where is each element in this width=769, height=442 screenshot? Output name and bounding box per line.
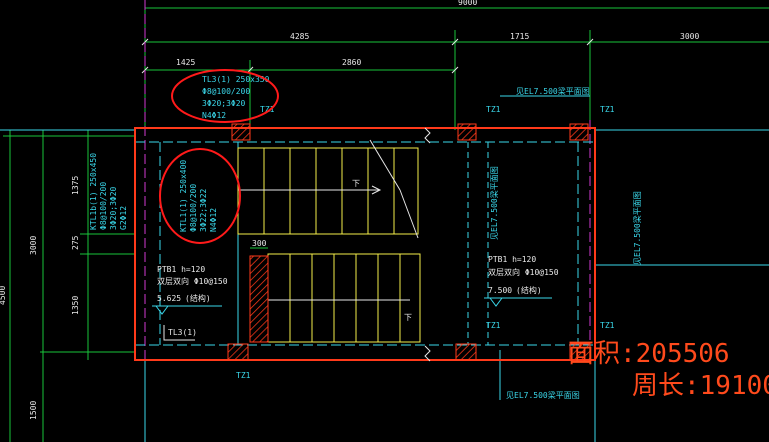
ktl-outer-line3: 3Φ20;3Φ20 — [109, 186, 118, 230]
beam-tl3-line4: N4Φ12 — [202, 111, 226, 120]
column-group[interactable] — [227, 123, 591, 361]
cyan-grid-lines — [0, 129, 769, 442]
break-marks — [424, 127, 431, 362]
dim-left-outer-1: 3000 — [29, 236, 38, 255]
top-dimension-ticks — [141, 38, 594, 74]
floor-ref-bottom: 见EL7.500梁平面图 — [506, 391, 580, 400]
ktl-inner-line3: 3Φ22;3Φ22 — [199, 188, 208, 232]
column-label: TZ1 — [260, 105, 275, 114]
ktl-inner-annotation: KTL1(1) 250x400 Φ8@100/200 3Φ22;3Φ22 N4Φ… — [179, 160, 218, 232]
dim-left-d1: 1375 — [71, 176, 80, 195]
column-tz1 — [569, 123, 589, 141]
dim-left-d2: 275 — [71, 235, 80, 250]
dim-left-outer-2: 4500 — [0, 286, 7, 305]
column-label: TZ1 — [486, 321, 501, 330]
ktl-outer-line1: KTL1b(1) 250x450 — [89, 153, 98, 230]
hatched-wall-segment[interactable] — [249, 255, 269, 343]
column-tz1 — [231, 123, 251, 141]
slab-right-name: PTB1 h=120 — [488, 255, 536, 264]
upper-stair-flight[interactable] — [237, 147, 419, 235]
column-label: TZ1 — [236, 371, 251, 380]
column-label: TZ1 — [486, 105, 501, 114]
floor-ref-inner: 见EL7.500梁平面图 — [490, 166, 499, 240]
column-label: TZ1 — [600, 105, 615, 114]
perimeter-readout: 周长:19100 — [632, 371, 769, 401]
slab-right-elevation: 7.500 — [488, 286, 512, 295]
elevation-triangle-left — [155, 305, 169, 315]
slab-left-elevation: 5.625 — [157, 294, 181, 303]
beam-tl3-line3: 3Φ20;3Φ20 — [202, 99, 246, 108]
column-tz1 — [227, 343, 249, 361]
elevation-triangle-right — [489, 297, 503, 307]
slab-left-struct: (结构) — [185, 293, 211, 303]
dim-left-d3: 1350 — [71, 296, 80, 315]
top-dimension-lines — [3, 0, 769, 137]
dim-left-bottom: 1500 — [29, 401, 38, 420]
floor-ref-side: 见EL7.500梁平面图 — [633, 191, 642, 265]
slab-left-rebar: 双层双向 Φ10@150 — [157, 276, 228, 286]
ktl-left-outer-annotation: KTL1b(1) 250x450 Φ8@100/200 3Φ20;3Φ20 G2… — [89, 153, 128, 230]
stair-down-label-upper: 下 — [352, 179, 360, 188]
highlight-circle-tl3 — [171, 69, 279, 123]
stair-down-label-lower: 下 — [404, 313, 412, 322]
beam-tl3-line1: TL3(1) 250x350 — [202, 75, 270, 84]
ktl-inner-line1: KTL1(1) 250x400 — [179, 160, 188, 232]
dim-top-d2: 1715 — [510, 32, 529, 41]
ktl-inner-line4: N4Φ12 — [209, 208, 218, 232]
floor-ref-top: 见EL7.500梁平面图 — [516, 87, 590, 96]
ktl-inner-line2: Φ8@100/200 — [189, 184, 198, 232]
beam-tl3-bottom-leader — [163, 325, 195, 341]
dim-landing-width: 300 — [252, 239, 267, 248]
slab-right-struct: (结构) — [516, 285, 542, 295]
stair-outer-wall[interactable] — [134, 127, 596, 361]
beam-tl3-line2: Φ8@100/200 — [202, 87, 250, 96]
beam-tl3-bottom: TL3(1) — [168, 328, 197, 337]
column-tz1 — [569, 343, 591, 361]
lower-stair-flight[interactable] — [267, 253, 421, 343]
dim-top-d1: 4285 — [290, 32, 309, 41]
dim-sub-d2: 2860 — [342, 58, 361, 67]
left-dimension-lines — [9, 130, 135, 442]
ktl-outer-line2: Φ8@100/200 — [99, 182, 108, 230]
column-tz1 — [457, 123, 477, 141]
dim-sub-d1: 1425 — [176, 58, 195, 67]
dim-top-d3: 3000 — [680, 32, 699, 41]
area-readout: 面积:205506 — [568, 339, 730, 369]
ktl-outer-line4: G2Φ12 — [119, 206, 128, 230]
slab-left-name: PTB1 h=120 — [157, 265, 205, 274]
highlight-circle-ktl — [159, 148, 241, 244]
column-label: TZ1 — [600, 321, 615, 330]
dim-top-total: 9000 — [458, 0, 477, 7]
stair-direction-arrows — [238, 139, 419, 301]
slab-right-rebar: 双层双向 Φ10@150 — [488, 267, 559, 277]
column-tz1 — [455, 343, 477, 361]
